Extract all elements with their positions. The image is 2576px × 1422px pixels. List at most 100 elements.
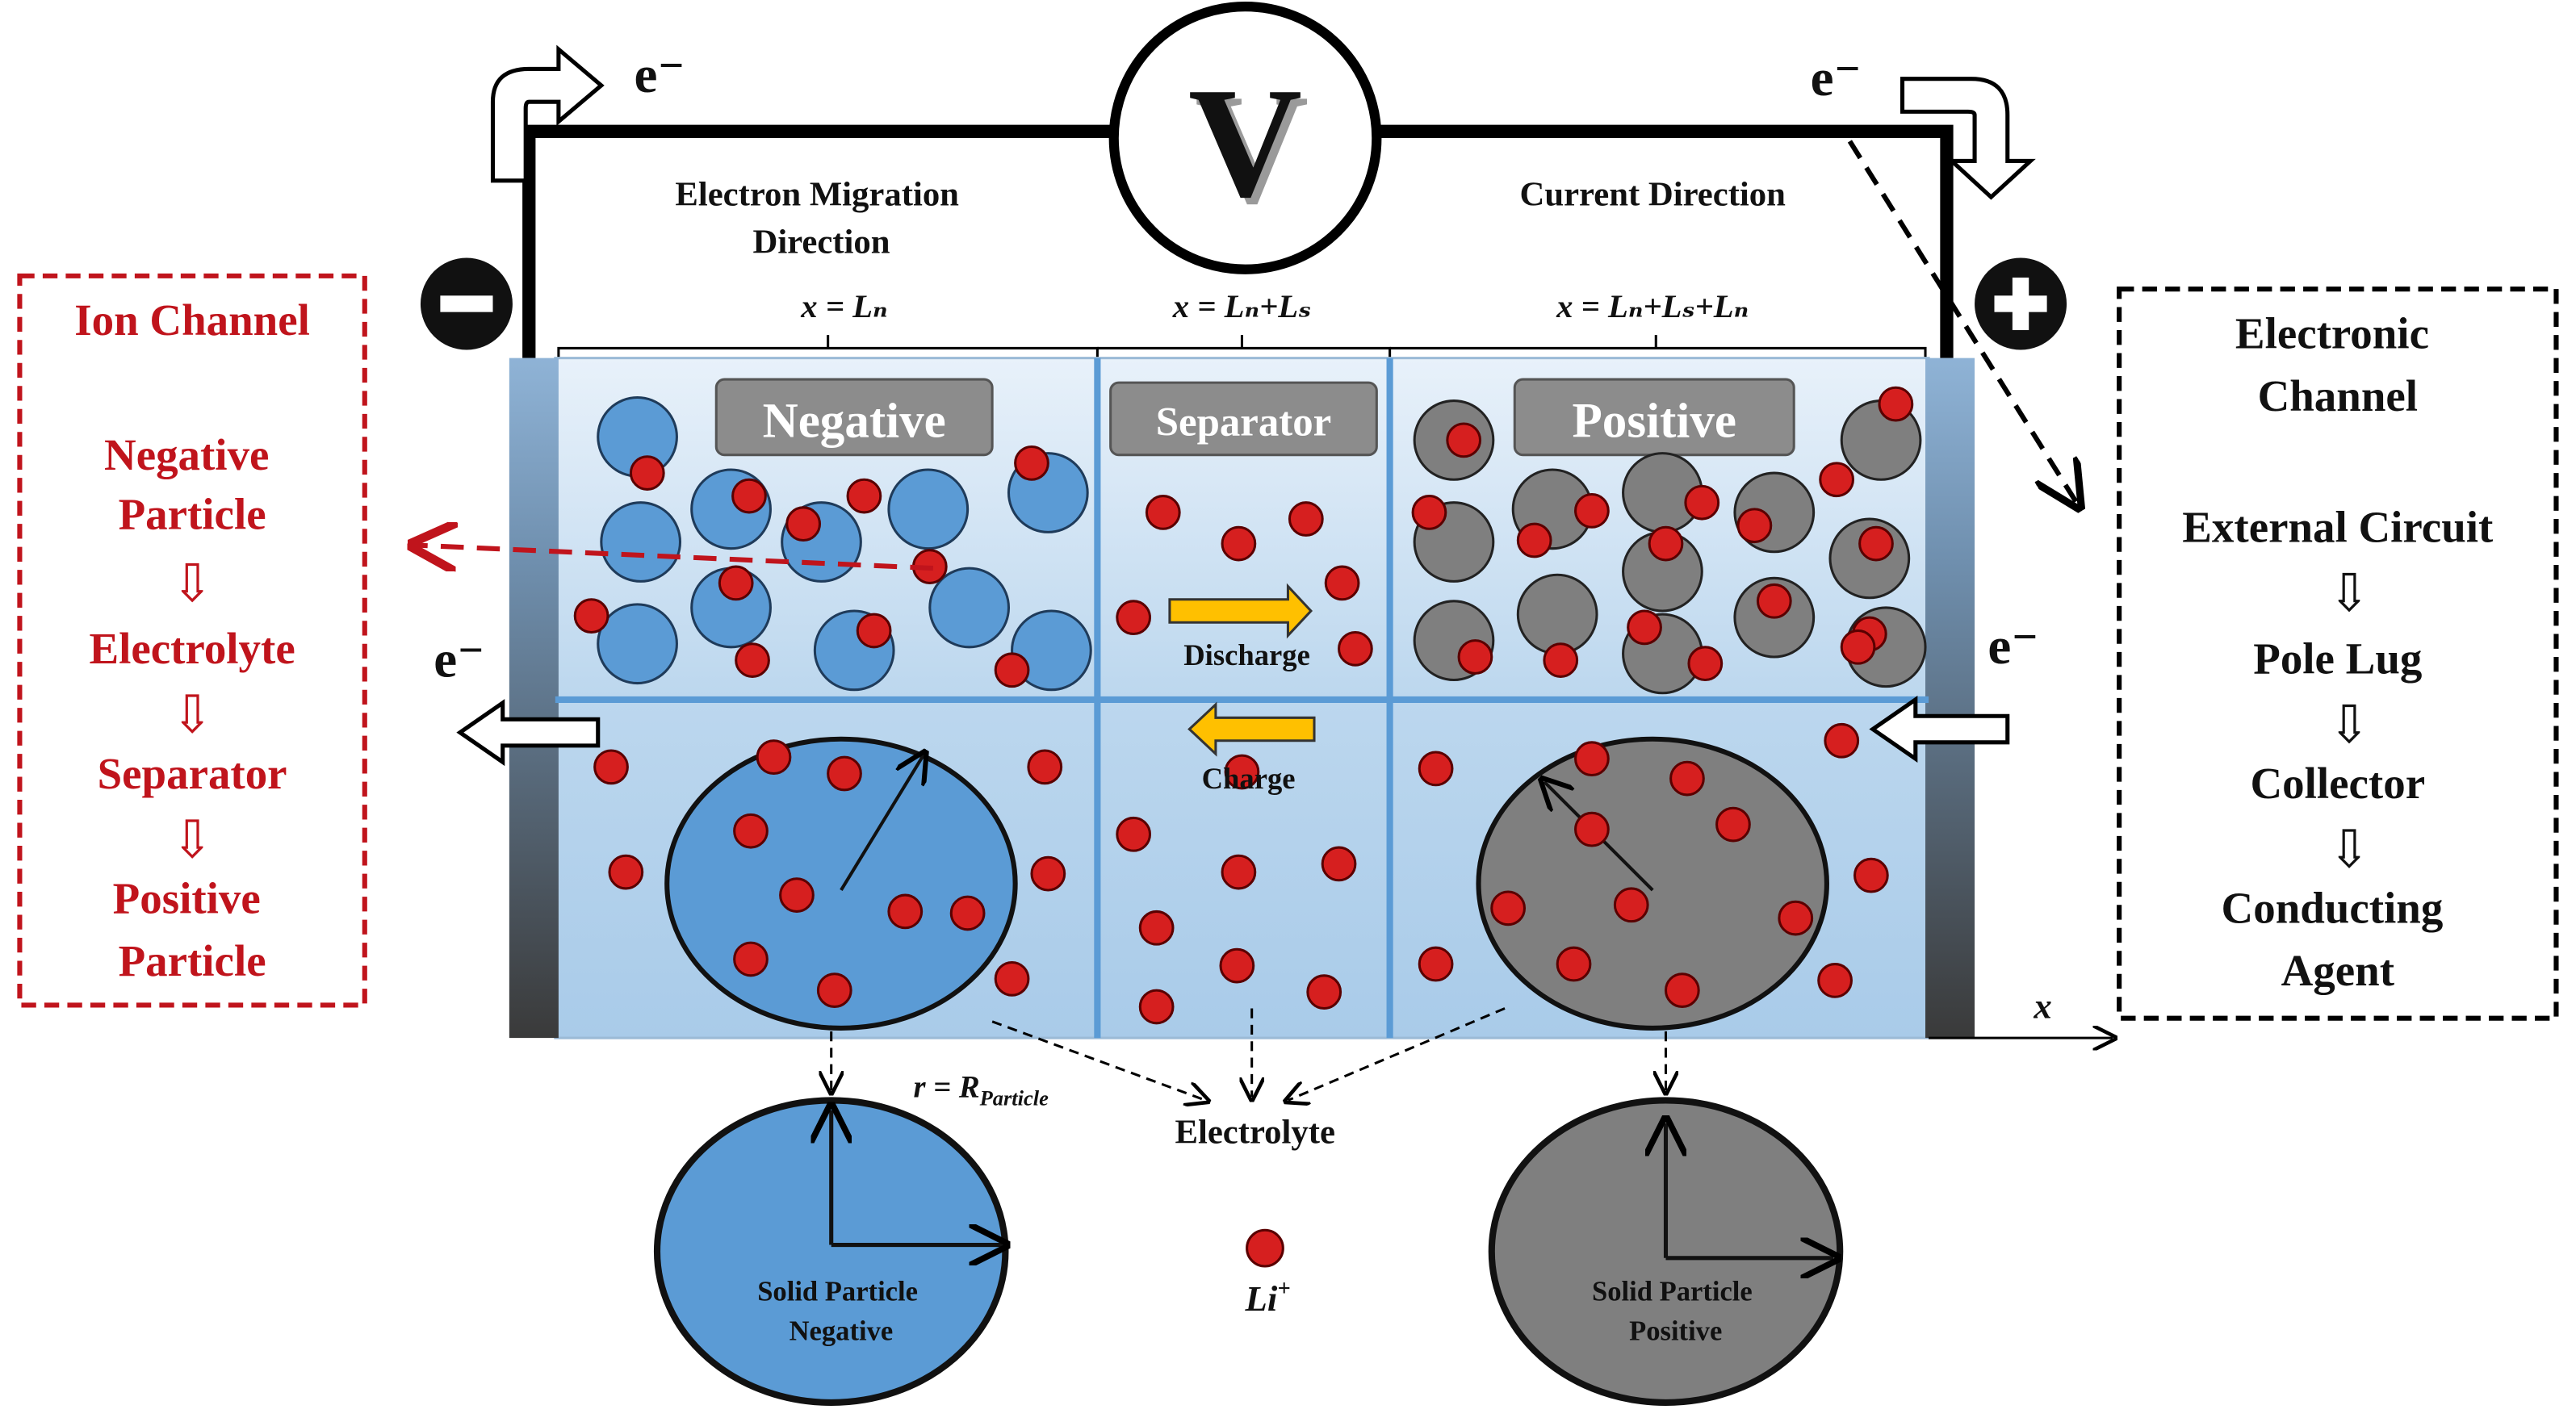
- li-ion: [846, 478, 882, 514]
- ion-step-positive-particle: Positive Particle: [113, 873, 272, 985]
- solid-particle-negative-label: Solid Particle Negative: [757, 1277, 924, 1347]
- li-ion: [1556, 946, 1592, 982]
- voltmeter: V V: [1108, 2, 1382, 274]
- li-ion: [1824, 722, 1860, 759]
- down-arrow-icon: ⇩: [170, 555, 215, 613]
- li-ion: [1490, 890, 1527, 926]
- li-ion: [1116, 816, 1152, 852]
- electron-migration-caption: Electron Migration Direction: [675, 175, 967, 261]
- electron-flow-arrow-left: [490, 44, 605, 183]
- electron-label-mid-right: e⁻: [1987, 617, 2038, 675]
- ion-step-electrolyte: Electrolyte: [89, 624, 295, 673]
- li-ion: [1574, 493, 1610, 529]
- li-ion: [1669, 760, 1705, 797]
- negative-particle: [1011, 609, 1092, 692]
- li-ion: [1574, 811, 1610, 847]
- positive-region-label: Positive: [1513, 378, 1795, 457]
- li-ion: [1817, 963, 1853, 998]
- li-ion: [856, 613, 892, 649]
- svg-text:Negative: Negative: [763, 394, 946, 448]
- li-ion: [1224, 754, 1260, 790]
- li-ion: [1145, 495, 1181, 530]
- electronic-step-pole-lug: Pole Lug: [2253, 634, 2422, 683]
- li-ion: [1778, 900, 1814, 936]
- down-arrow-icon: ⇩: [2327, 565, 2372, 623]
- li-ion: [1138, 989, 1175, 1025]
- down-arrow-icon: ⇩: [2327, 821, 2372, 879]
- voltmeter-symbol: V: [1195, 62, 1309, 236]
- li-ion: [1221, 854, 1257, 890]
- li-ions-in-large-particles: [733, 739, 1814, 1008]
- li-ion: [1627, 609, 1662, 646]
- li-ion: [1715, 806, 1751, 843]
- electron-label-mid-left: e⁻: [434, 630, 484, 688]
- electronic-channel-arrow: [1847, 140, 2076, 503]
- li-ion: [816, 972, 852, 1008]
- charge-label: Charge: [1202, 762, 1296, 795]
- li-ion: [1418, 751, 1454, 787]
- li-ion-legend: Li+: [1245, 1228, 1291, 1319]
- li-ion: [1411, 495, 1447, 530]
- li-ion: [573, 598, 609, 634]
- ion-step-separator: Separator: [98, 749, 287, 798]
- li-ion: [1574, 741, 1610, 777]
- li-ion: [1027, 749, 1063, 785]
- li-ion: [629, 455, 665, 491]
- li-ion: [1457, 639, 1493, 675]
- li-ion-label: Li+: [1245, 1277, 1291, 1319]
- li-ion: [1337, 630, 1373, 667]
- charge-arrow-icon: [1187, 701, 1316, 757]
- li-ion: [1736, 508, 1773, 544]
- electronic-step-collector: Collector: [2251, 759, 2426, 808]
- li-ion: [731, 478, 767, 514]
- li-ion: [1819, 462, 1855, 498]
- li-ion: [1756, 583, 1792, 619]
- li-ion: [1288, 501, 1324, 537]
- electronic-channel-panel: Electronic Channel External Circuit ⇩ Po…: [2117, 286, 2559, 1021]
- svg-text:V: V: [1188, 56, 1302, 230]
- li-ion: [1321, 846, 1357, 882]
- electronic-step-external-circuit: External Circuit: [2182, 503, 2494, 552]
- radius-label: r = RParticle: [913, 1070, 1049, 1110]
- negative-particle: [600, 501, 682, 583]
- li-ion: [1306, 974, 1342, 1010]
- electron-in-arrow-icon: [1869, 696, 2010, 763]
- li-ion: [1516, 522, 1552, 558]
- discharge-arrow-icon: [1168, 583, 1313, 639]
- li-ion: [887, 893, 924, 930]
- negative-particle: [597, 603, 678, 685]
- electronic-channel-title: Electronic Channel: [2235, 308, 2440, 420]
- positive-large-particle: [1476, 736, 1829, 1031]
- li-ion: [1858, 525, 1894, 562]
- ion-channel-panel: Ion Channel Negative Particle ⇩ Electrol…: [17, 273, 367, 1008]
- down-arrow-icon: ⇩: [170, 811, 215, 869]
- solid-particle-positive: Solid Particle Positive: [1488, 1097, 1844, 1406]
- li-ion: [1687, 646, 1724, 682]
- li-ion: [733, 813, 769, 849]
- negative-particle: [928, 567, 1011, 649]
- separator-region-label: Separator: [1109, 381, 1378, 457]
- li-ion: [735, 642, 770, 678]
- negative-particle: [887, 468, 970, 550]
- electronic-step-conducting-agent: Conducting Agent: [2222, 884, 2455, 995]
- ion-step-negative-particle: Negative Particle: [104, 430, 280, 538]
- electron-label-right: e⁻: [1811, 49, 1862, 107]
- li-ion: [1840, 629, 1876, 665]
- ion-channel-arrow: [417, 546, 934, 568]
- li-ion: [785, 506, 821, 542]
- li-ions: [573, 386, 1914, 1025]
- boundary-label-positive: x = Lₙ+Lₛ+Lₙ: [1556, 288, 1749, 324]
- electron-label-left: e⁻: [635, 46, 685, 104]
- li-ion: [608, 854, 644, 890]
- boundary-brackets: [557, 335, 1927, 358]
- li-ion: [593, 749, 629, 785]
- li-ion: [1418, 946, 1454, 982]
- boundary-label-negative: x = Lₙ: [800, 288, 887, 324]
- li-ion: [994, 960, 1030, 997]
- li-ion: [1116, 600, 1152, 636]
- li-ion: [1030, 855, 1066, 892]
- external-circuit: [522, 124, 1954, 358]
- li-ion: [1853, 857, 1889, 893]
- li-ion: [949, 895, 986, 931]
